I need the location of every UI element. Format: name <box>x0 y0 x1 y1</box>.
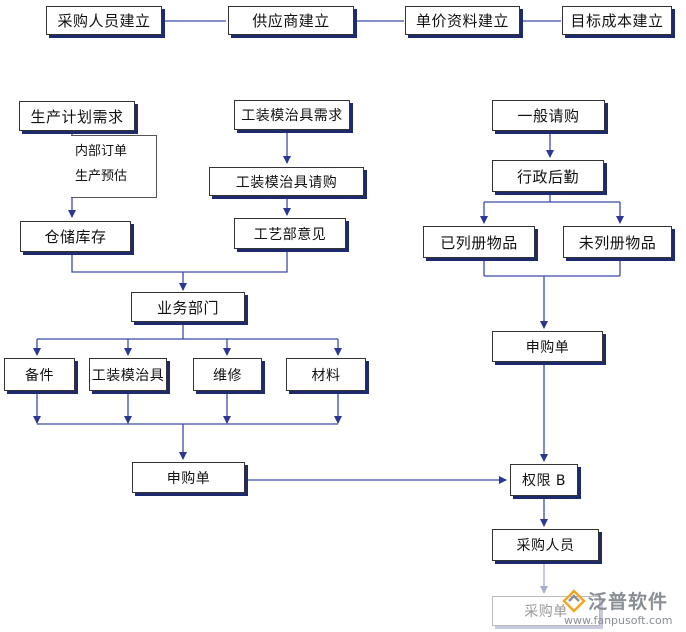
brand-name: 泛普软件 <box>588 591 669 613</box>
admin-logistics-label: 行政后勤 <box>516 167 579 186</box>
spare-parts-label: 备件 <box>25 367 54 384</box>
production-plan-demand-label: 生产计划需求 <box>30 107 124 126</box>
process-dept-opinion-label: 工艺部意见 <box>253 226 327 243</box>
business-dept-label: 业务部门 <box>156 298 219 317</box>
process-dept-opinion-box: 工艺部意见 <box>234 218 346 249</box>
target-cost-setup-label: 目标成本建立 <box>570 12 664 30</box>
unlisted-items-box: 未列册物品 <box>563 226 672 258</box>
listed-items-label: 已列册物品 <box>440 233 518 252</box>
purchase-order-box: 采购单 <box>492 596 600 626</box>
unit-price-setup-label: 单价资料建立 <box>415 12 509 30</box>
supplier-setup-label: 供应商建立 <box>252 12 330 30</box>
unlisted-items-label: 未列册物品 <box>578 233 657 252</box>
authority-b-box: 权限 B <box>510 464 578 496</box>
spare-parts-box: 备件 <box>4 358 75 391</box>
materials-label: 材料 <box>311 367 341 384</box>
tooling-label: 工装模治具 <box>91 367 165 384</box>
tooling-demand-box: 工装模治具需求 <box>234 100 350 130</box>
tooling-box: 工装模治具 <box>89 358 167 391</box>
materials-box: 材料 <box>286 358 366 391</box>
brand-logo-icon <box>562 589 586 613</box>
purchase-request-right-box: 申购单 <box>492 331 603 362</box>
internal-order-label: 内部订单 <box>75 144 128 159</box>
admin-logistics-box: 行政后勤 <box>492 160 604 192</box>
target-cost-setup-box: 目标成本建立 <box>562 6 672 35</box>
purchase-request-left-box: 申购单 <box>132 462 245 493</box>
general-request-label: 一般请购 <box>517 107 580 125</box>
purchase-request-right-label: 申购单 <box>525 339 570 356</box>
production-plan-demand-box: 生产计划需求 <box>19 101 135 131</box>
maintenance-box: 维修 <box>193 358 262 391</box>
general-request-box: 一般请购 <box>492 100 605 131</box>
tooling-request-box: 工装模治具请购 <box>209 167 364 196</box>
buyer-label: 采购人员 <box>516 538 575 554</box>
listed-items-box: 已列册物品 <box>423 226 535 258</box>
production-plan-note: 内部订单 生产预估 <box>71 135 157 198</box>
production-forecast-label: 生产预估 <box>75 169 128 184</box>
brand-url: www.fanpusoft.com <box>564 614 673 627</box>
buyer-setup-box: 采购人员建立 <box>46 6 162 35</box>
brand-watermark: 泛普软件 www.fanpusoft.com <box>562 585 682 631</box>
tooling-request-label: 工装模治具请购 <box>235 174 338 191</box>
unit-price-setup-box: 单价资料建立 <box>405 6 520 35</box>
business-dept-box: 业务部门 <box>131 292 245 322</box>
warehouse-stock-box: 仓储库存 <box>20 221 131 252</box>
tooling-demand-label: 工装模治具需求 <box>241 108 343 124</box>
connector-warehouse-merge <box>71 251 288 273</box>
warehouse-stock-label: 仓储库存 <box>44 228 107 246</box>
buyer-box: 采购人员 <box>492 529 599 561</box>
purchase-request-left-label: 申购单 <box>166 470 211 487</box>
purchase-order-label: 采购单 <box>524 604 568 620</box>
buyer-setup-label: 采购人员建立 <box>57 12 151 30</box>
maintenance-label: 维修 <box>213 367 242 384</box>
supplier-setup-box: 供应商建立 <box>228 6 354 35</box>
authority-b-label: 权限 B <box>521 473 567 489</box>
